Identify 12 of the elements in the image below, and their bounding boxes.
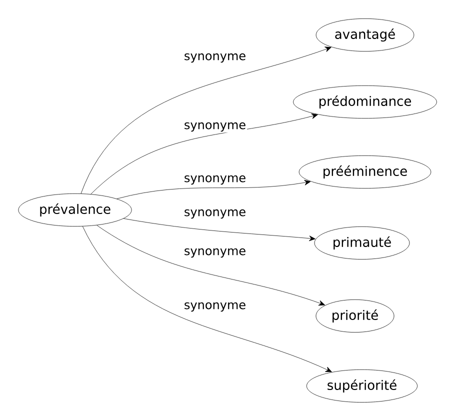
edge-label: synonyme [182,247,248,259]
edge-label: synonyme [182,301,248,313]
edge-label: synonyme [182,208,248,220]
edge-label: synonyme [182,52,248,64]
arrow [80,46,332,194]
arrow [96,225,326,306]
arrow [116,180,311,199]
edge-label: synonyme [182,174,248,186]
arrow [123,218,316,242]
arrow [90,114,318,194]
arrow [82,226,332,372]
edge-label: synonyme [182,121,248,133]
